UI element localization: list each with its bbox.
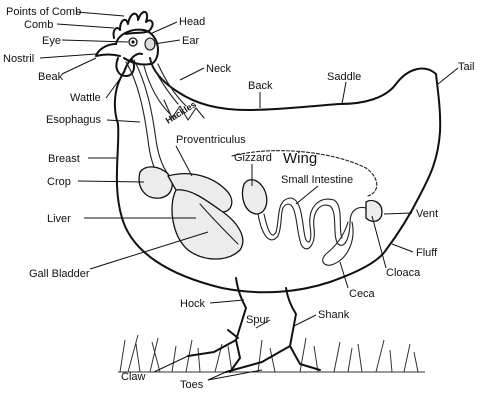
label-beak: Beak bbox=[38, 71, 64, 83]
ceca-organ bbox=[322, 221, 354, 266]
gizzard-organ bbox=[241, 179, 268, 215]
label-esophagus: Esophagus bbox=[46, 114, 102, 126]
grass bbox=[118, 334, 425, 373]
label-tail: Tail bbox=[458, 61, 475, 73]
label-shank: Shank bbox=[318, 309, 350, 321]
label-wattle: Wattle bbox=[70, 92, 101, 104]
label-head: Head bbox=[179, 16, 205, 28]
cloaca-organ bbox=[365, 199, 383, 223]
label-wing: Wing bbox=[283, 150, 317, 167]
wattle-shape bbox=[115, 57, 135, 77]
crop-organ bbox=[138, 166, 173, 199]
neck-front bbox=[123, 52, 143, 73]
comb-shape bbox=[112, 11, 154, 39]
label-toes: Toes bbox=[180, 379, 204, 391]
liver-lobe-line bbox=[199, 203, 239, 245]
label-hock: Hock bbox=[180, 298, 206, 310]
label-back: Back bbox=[248, 80, 273, 92]
label-points-of-comb: Points of Comb bbox=[6, 6, 81, 18]
label-ceca: Ceca bbox=[349, 288, 376, 300]
label-comb: Comb bbox=[24, 19, 53, 31]
wing-outline bbox=[231, 150, 378, 197]
label-small-intestine: Small Intestine bbox=[281, 174, 353, 186]
label-eye: Eye bbox=[42, 35, 61, 47]
hackle-feathers bbox=[143, 59, 205, 121]
label-breast: Breast bbox=[48, 153, 80, 165]
beak-shape bbox=[95, 43, 121, 57]
liver-organ bbox=[171, 189, 244, 260]
label-gall-bladder: Gall Bladder bbox=[29, 268, 90, 280]
label-claw: Claw bbox=[121, 371, 146, 383]
right-leg bbox=[225, 287, 321, 373]
esophagus-shape bbox=[125, 59, 169, 179]
head-outline bbox=[115, 28, 159, 66]
small-intestine-inner bbox=[263, 197, 343, 243]
label-nostril: Nostril bbox=[3, 53, 34, 65]
body-outline bbox=[113, 57, 442, 294]
label-cloaca: Cloaca bbox=[386, 267, 421, 279]
label-gizzard: Gizzard bbox=[234, 152, 272, 164]
label-neck: Neck bbox=[206, 63, 232, 75]
label-crop: Crop bbox=[47, 176, 71, 188]
label-proventriculus: Proventriculus bbox=[176, 134, 246, 146]
label-ear: Ear bbox=[182, 35, 199, 47]
pupil-shape bbox=[131, 40, 135, 44]
label-vent: Vent bbox=[416, 208, 438, 220]
label-saddle: Saddle bbox=[327, 71, 361, 83]
leader-lines bbox=[39, 11, 459, 381]
label-liver: Liver bbox=[47, 213, 71, 225]
spur-shape bbox=[227, 329, 239, 339]
label-spur: Spur bbox=[246, 314, 270, 326]
ear-shape bbox=[144, 37, 156, 51]
label-fluff: Fluff bbox=[416, 247, 438, 259]
left-leg bbox=[187, 277, 247, 373]
small-intestine-organ bbox=[257, 203, 367, 250]
